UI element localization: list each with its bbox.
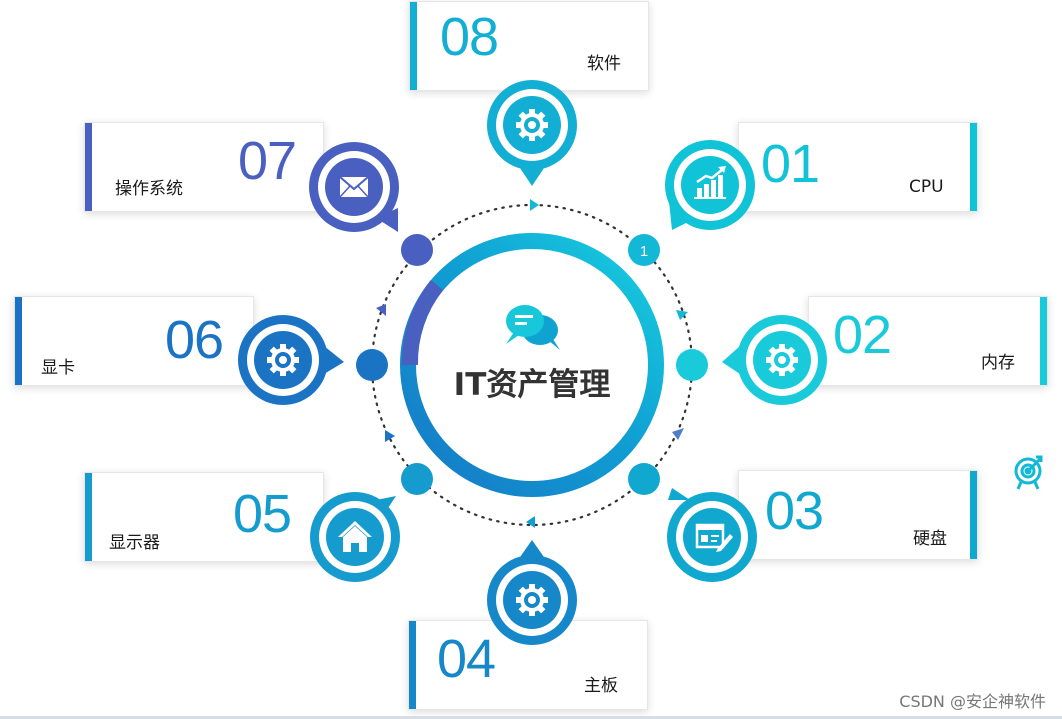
orbit-node-3 [628, 463, 660, 495]
card-accent-bar [85, 473, 92, 561]
bottom-rule [0, 716, 1062, 719]
card-number: 01 [761, 134, 820, 194]
card-label: 显卡 [41, 358, 75, 378]
pin-04 [487, 540, 577, 645]
pin-07 [309, 142, 399, 232]
arrow-marker [385, 430, 395, 442]
pin-01 [665, 140, 755, 230]
card-number: 06 [165, 310, 224, 370]
gear-icon [764, 342, 800, 378]
orbit-node-2 [676, 349, 708, 381]
card-label: CPU [909, 177, 944, 197]
pin-05 [310, 492, 400, 582]
card-number: 07 [238, 131, 297, 191]
card-label: 硬盘 [913, 529, 947, 549]
card-07-os: 07 操作系统 [84, 122, 324, 212]
card-01-cpu: 01 CPU [738, 122, 978, 212]
card-label: 软件 [587, 54, 621, 74]
card-number: 04 [437, 629, 496, 689]
center-disc [414, 247, 650, 483]
arrow-marker [676, 310, 688, 320]
card-08-software: 08 软件 [409, 1, 649, 91]
pin-02 [722, 315, 827, 405]
card-label: 操作系统 [115, 179, 183, 199]
gear-icon [265, 342, 301, 378]
home-icon [338, 521, 372, 552]
arrow-marker [672, 428, 684, 440]
card-03-disk: 03 硬盘 [738, 470, 978, 560]
card-accent-bar [410, 2, 417, 90]
card-label: 内存 [981, 353, 1015, 373]
card-05-monitor: 05 显示器 [84, 472, 324, 562]
arrow-marker [530, 199, 539, 211]
orbit-node-5 [401, 463, 433, 495]
orbit-arrows [376, 199, 688, 528]
gear-icon [514, 107, 550, 143]
ring-badge: 1 [640, 243, 648, 260]
target-icon [1014, 455, 1043, 490]
card-accent-bar [970, 123, 977, 211]
card-number: 05 [233, 484, 292, 544]
card-accent-bar [970, 471, 977, 559]
orbit-node-1 [628, 234, 660, 266]
card-04-motherboard: 04 主板 [408, 620, 648, 710]
chat-bubbles-icon [506, 305, 560, 350]
pin-08 [487, 80, 577, 186]
card-number: 08 [440, 7, 499, 67]
card-number: 02 [833, 305, 892, 365]
ring-segment [401, 280, 444, 366]
card-accent-bar [85, 123, 92, 211]
card-accent-bar [409, 621, 416, 709]
watermark: CSDN @安企神软件 [899, 692, 1046, 711]
pin-06 [238, 315, 344, 405]
pin-03 [667, 488, 757, 582]
orbit-node-7 [401, 234, 433, 266]
card-06-graphics: 06 显卡 [14, 296, 254, 386]
card-accent-bar [15, 297, 22, 385]
card-accent-bar [1040, 297, 1047, 385]
card-label: 显示器 [109, 533, 160, 553]
arrow-marker [376, 304, 386, 316]
edit-doc-icon [695, 523, 733, 552]
center-title: IT资产管理 [454, 367, 611, 403]
card-label: 主板 [584, 676, 618, 696]
gear-icon [514, 582, 550, 618]
orbit-node-6 [356, 349, 388, 381]
chart-up-icon [694, 166, 726, 199]
arrow-marker [526, 516, 535, 528]
card-number: 03 [765, 481, 824, 541]
mail-icon [339, 176, 369, 198]
